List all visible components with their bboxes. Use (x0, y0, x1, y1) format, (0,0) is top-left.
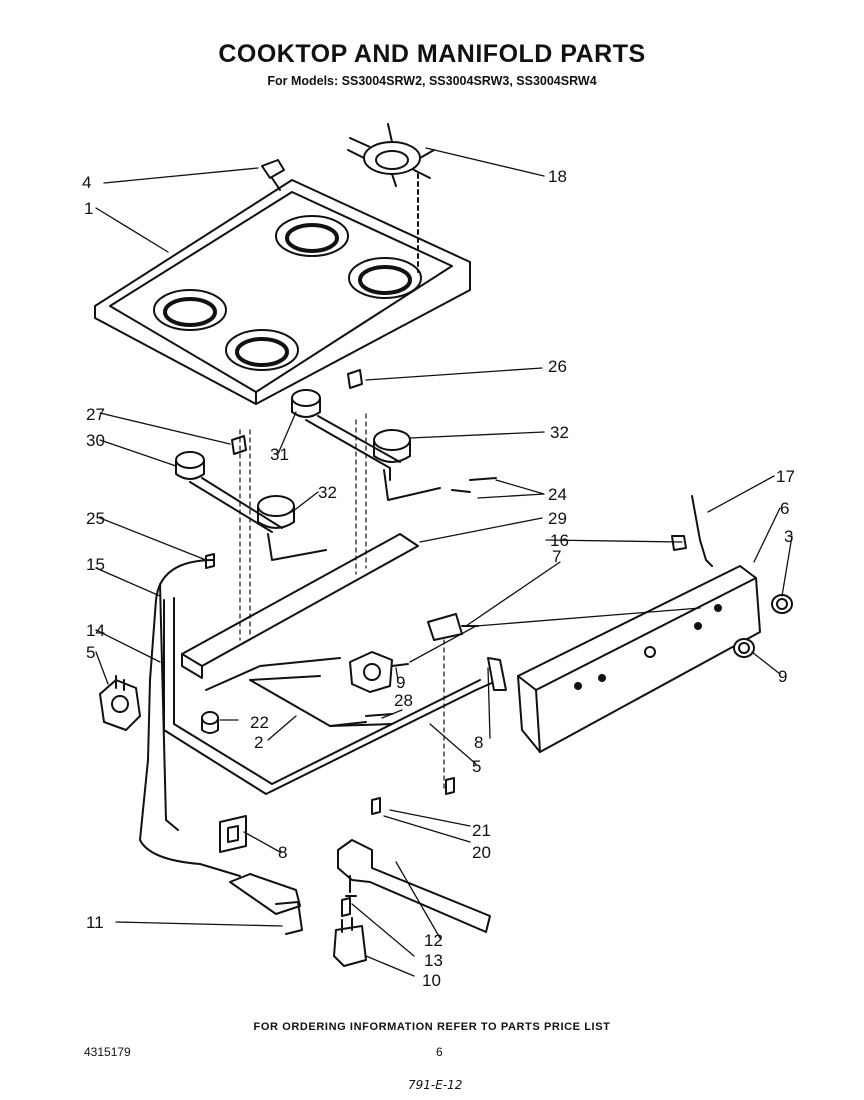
burner-opening-front-left (225, 329, 299, 371)
knob-cap-20 (733, 638, 755, 658)
cooktop-panel (94, 179, 471, 405)
callout-9-left: 32 (318, 483, 337, 502)
burner-opening-rear-left (153, 289, 227, 331)
burner-clip-right (347, 369, 363, 389)
bushing-28 (671, 535, 687, 551)
grommet (201, 711, 219, 734)
callout-8-left: 30 (86, 431, 105, 450)
ordering-note: FOR ORDERING INFORMATION REFER TO PARTS … (253, 1021, 611, 1033)
callout-21: 9 (396, 673, 405, 692)
callout-4: 25 (86, 509, 105, 528)
callout-3: 24 (548, 485, 567, 504)
callout-18: 8 (474, 733, 483, 752)
shield-17 (219, 815, 247, 853)
burner-opening-front-right (348, 257, 422, 299)
igniter-assembly (229, 873, 367, 967)
callout-31: 21 (472, 821, 491, 840)
callout-1: 1 (84, 199, 93, 218)
callout-9-right: 32 (550, 423, 569, 442)
callout-27: 15 (86, 555, 105, 574)
page-title: COOKTOP AND MANIFOLD PARTS (218, 40, 646, 68)
callout-16: 7 (552, 547, 561, 566)
callout-15: 6 (780, 499, 789, 518)
callout-2: 18 (548, 167, 567, 186)
callout-26: 14 (86, 621, 105, 640)
callout-32: 22 (250, 713, 269, 732)
model-list: For Models: SS3004SRW2, SS3004SRW3, SS30… (267, 74, 597, 88)
burner-opening-rear-right (275, 215, 349, 257)
callout-numbers: 1 18 24 25 26 27 28 29 30 31 32 32 2 3 4… (82, 167, 795, 990)
callout-10: 2 (254, 733, 263, 752)
hold-down-clip (261, 159, 285, 191)
callout-6: 28 (394, 691, 413, 710)
callout-22: 10 (422, 971, 441, 990)
callout-12: 4 (82, 173, 91, 192)
document-number: 4315179 (84, 1045, 131, 1059)
screw-31 (445, 777, 455, 795)
callout-24: 12 (424, 931, 443, 950)
screw-30 (371, 797, 381, 815)
callout-25: 13 (424, 951, 443, 970)
knob-cap-11 (771, 594, 793, 614)
gas-valve-assembly (205, 613, 479, 791)
handwritten-mark: 791-E-12 (408, 1078, 463, 1092)
callout-29: 17 (776, 467, 795, 486)
callout-20: 9 (778, 667, 787, 686)
burner-clip-left (231, 435, 247, 455)
bracket-18 (487, 657, 507, 691)
leader-lines (95, 147, 793, 977)
callout-30: 20 (472, 843, 491, 862)
callout-14: 5 (472, 757, 481, 776)
page-number: 6 (436, 1045, 443, 1059)
burner-support-bracket (181, 413, 419, 679)
oven-burner (337, 839, 491, 933)
callout-5-lower: 27 (86, 405, 105, 424)
callout-7: 29 (548, 509, 567, 528)
callout-17: 8 (278, 843, 287, 862)
burner-grate (347, 123, 435, 273)
callout-23: 11 (86, 913, 104, 932)
burner-assembly-right (291, 389, 497, 501)
burner-assembly-left (175, 451, 327, 561)
pressure-regulator (99, 675, 141, 731)
callout-8-right: 31 (270, 445, 289, 464)
gas-tubing (139, 559, 241, 877)
callout-11: 3 (784, 527, 793, 546)
control-panel (517, 565, 761, 753)
callout-28: 16 (550, 531, 569, 550)
manifold-pipe (163, 597, 495, 795)
wire-29 (691, 495, 713, 567)
callout-5-upper: 26 (548, 357, 567, 376)
callout-13: 5 (86, 643, 95, 662)
